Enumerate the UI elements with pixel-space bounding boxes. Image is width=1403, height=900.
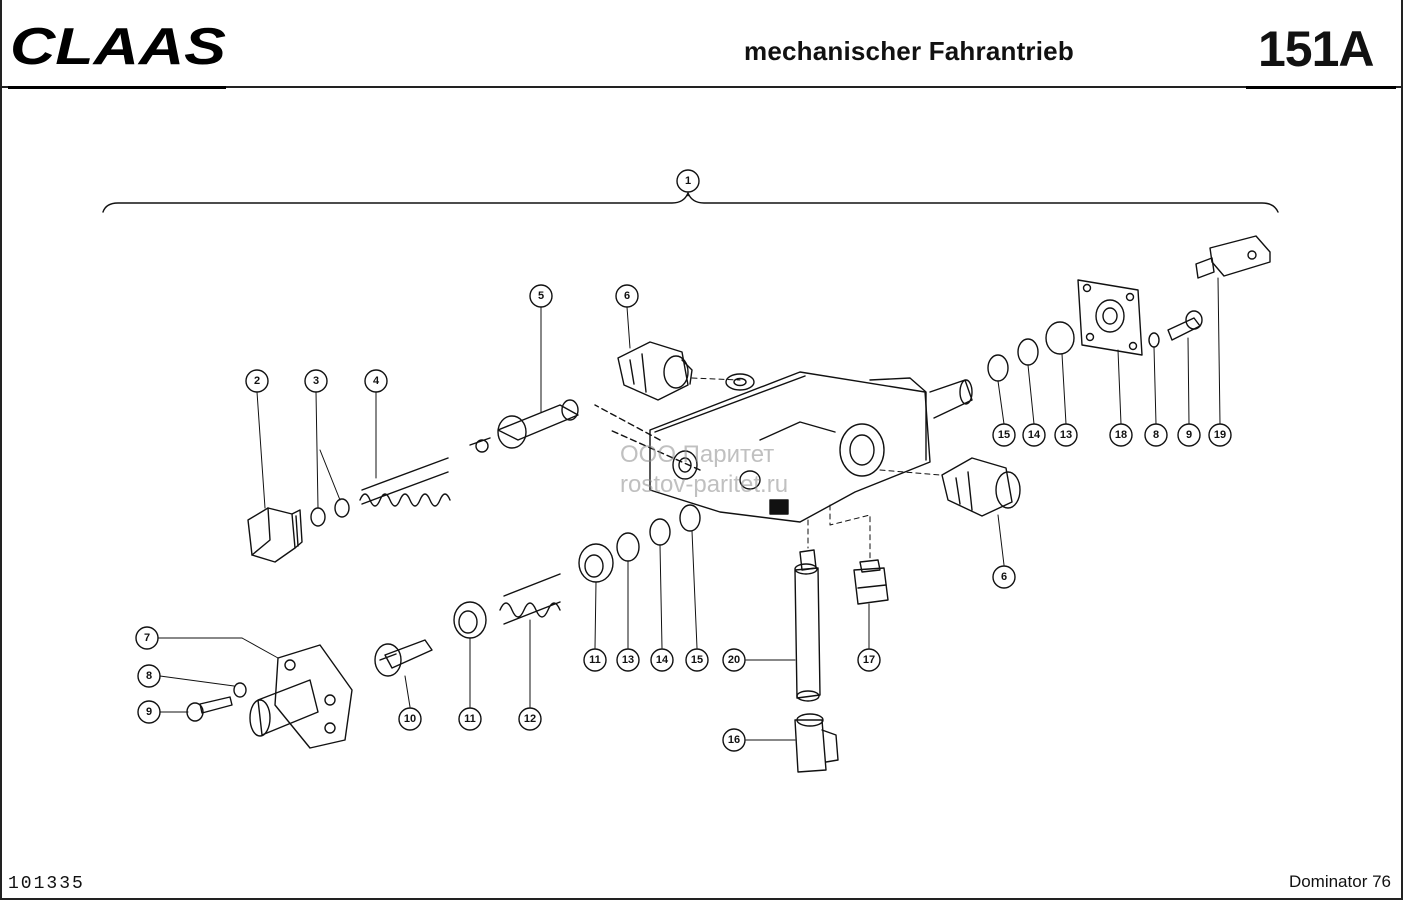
page-title: mechanischer Fahrantrieb: [744, 36, 1074, 66]
ring-15-right: [987, 354, 1009, 382]
screw-10: [374, 639, 433, 677]
callout-9-right-label: 9: [1186, 429, 1192, 441]
sleeve-11-upper: [578, 543, 614, 583]
callout-5: 5: [529, 284, 553, 308]
callout-17-label: 17: [863, 654, 875, 666]
washer-3a: [310, 507, 326, 527]
logo-underline: [8, 86, 226, 89]
callout-15-right-label: 15: [998, 429, 1010, 441]
watermark-line-2: rostov-paritet.ru: [620, 471, 789, 498]
callout-3-label: 3: [313, 375, 319, 387]
washer-3b: [334, 498, 350, 518]
callout-16-label: 16: [728, 734, 740, 746]
ring-15-middle: [679, 504, 701, 532]
callout-4-label: 4: [373, 375, 380, 387]
callout-13-right: 13: [1054, 423, 1078, 447]
sleeve-11-lower: [453, 601, 487, 639]
callout-13-right-label: 13: [1060, 429, 1072, 441]
ring-13-middle: [616, 532, 640, 562]
fitting-17: [853, 559, 889, 605]
callout-3: 3: [304, 369, 328, 393]
claas-logo: CLAAS: [10, 18, 226, 70]
callout-7: 7: [135, 626, 159, 650]
callout-19-label: 19: [1214, 429, 1226, 441]
callout-11-upper-label: 11: [589, 654, 601, 666]
callout-5-label: 5: [538, 290, 544, 302]
callout-11-upper: 11: [583, 648, 607, 672]
frame-right-border: [1401, 0, 1403, 900]
callout-2-label: 2: [254, 375, 260, 387]
flange-18: [1077, 279, 1143, 356]
callout-20: 20: [722, 648, 746, 672]
valve-body: [594, 371, 973, 523]
callout-11-lower-label: 11: [464, 713, 476, 725]
callout-13-middle: 13: [616, 648, 640, 672]
callout-2: 2: [245, 369, 269, 393]
block-19: [1195, 235, 1271, 279]
callout-9-right: 9: [1177, 423, 1201, 447]
callout-14-middle: 14: [650, 648, 674, 672]
callout-1: 1: [676, 169, 700, 193]
callout-14-right: 14: [1022, 423, 1046, 447]
fitting-6-right: [941, 457, 1021, 517]
callout-12-label: 12: [524, 713, 536, 725]
callout-6-top: 6: [615, 284, 639, 308]
callout-7-label: 7: [144, 632, 150, 644]
callout-15-right: 15: [992, 423, 1016, 447]
callout-19: 19: [1208, 423, 1232, 447]
callout-16: 16: [722, 728, 746, 752]
model-name: Dominator 76: [1288, 872, 1391, 891]
ring-14-right: [1017, 338, 1039, 366]
document-number: 101335: [8, 874, 85, 894]
cover-flange-7: [249, 644, 353, 749]
spring-4: [359, 457, 451, 507]
callout-8-left: 8: [137, 664, 161, 688]
claas-logo-text: CLAAS: [10, 18, 226, 70]
callout-20-label: 20: [728, 654, 740, 666]
nipple-16: [794, 713, 839, 773]
callout-9-left: 9: [137, 700, 161, 724]
callout-18-label: 18: [1115, 429, 1127, 441]
page-number: 151A: [1258, 21, 1375, 77]
callout-9-left-label: 9: [146, 706, 152, 718]
page-number-underline: [1246, 86, 1396, 89]
callout-14-right-label: 14: [1028, 429, 1041, 441]
callout-17: 17: [857, 648, 881, 672]
callout-10: 10: [398, 707, 422, 731]
ring-13-right: [1045, 321, 1075, 355]
callout-8-left-label: 8: [146, 670, 152, 682]
callout-8-right: 8: [1144, 423, 1168, 447]
frame-left-border: [0, 0, 2, 900]
washer-8-left: [233, 682, 247, 698]
piston-5: [469, 399, 579, 453]
callout-6-top-label: 6: [624, 290, 630, 302]
screw-9-left: [186, 696, 233, 722]
bar-20: [794, 549, 821, 702]
watermark-line-1: ООО Паритет: [620, 441, 775, 468]
callout-10-label: 10: [404, 713, 416, 725]
callout-15-middle: 15: [685, 648, 709, 672]
callout-8-right-label: 8: [1153, 429, 1159, 441]
screw-9-right: [1167, 310, 1203, 341]
plug-screw: [247, 507, 303, 563]
header-rule: [0, 86, 1403, 88]
watermark: ООО Паритет rostov-paritet.ru: [620, 440, 788, 500]
callout-11-lower: 11: [458, 707, 482, 731]
frame-bottom-border: [0, 898, 1403, 900]
callout-4: 4: [364, 369, 388, 393]
fitting-6-top: [617, 341, 693, 401]
callout-18: 18: [1109, 423, 1133, 447]
spring-12: [499, 573, 561, 625]
assembly-bracket: [102, 192, 1279, 213]
callout-13-middle-label: 13: [622, 654, 634, 666]
callout-6-right: 6: [992, 565, 1016, 589]
callout-6-right-label: 6: [1001, 571, 1007, 583]
washer-8-right: [1148, 332, 1160, 348]
callout-1-label: 1: [685, 175, 691, 187]
ring-14-middle: [649, 518, 671, 546]
callout-15-middle-label: 15: [691, 654, 703, 666]
callout-14-middle-label: 14: [656, 654, 669, 666]
callout-12: 12: [518, 707, 542, 731]
